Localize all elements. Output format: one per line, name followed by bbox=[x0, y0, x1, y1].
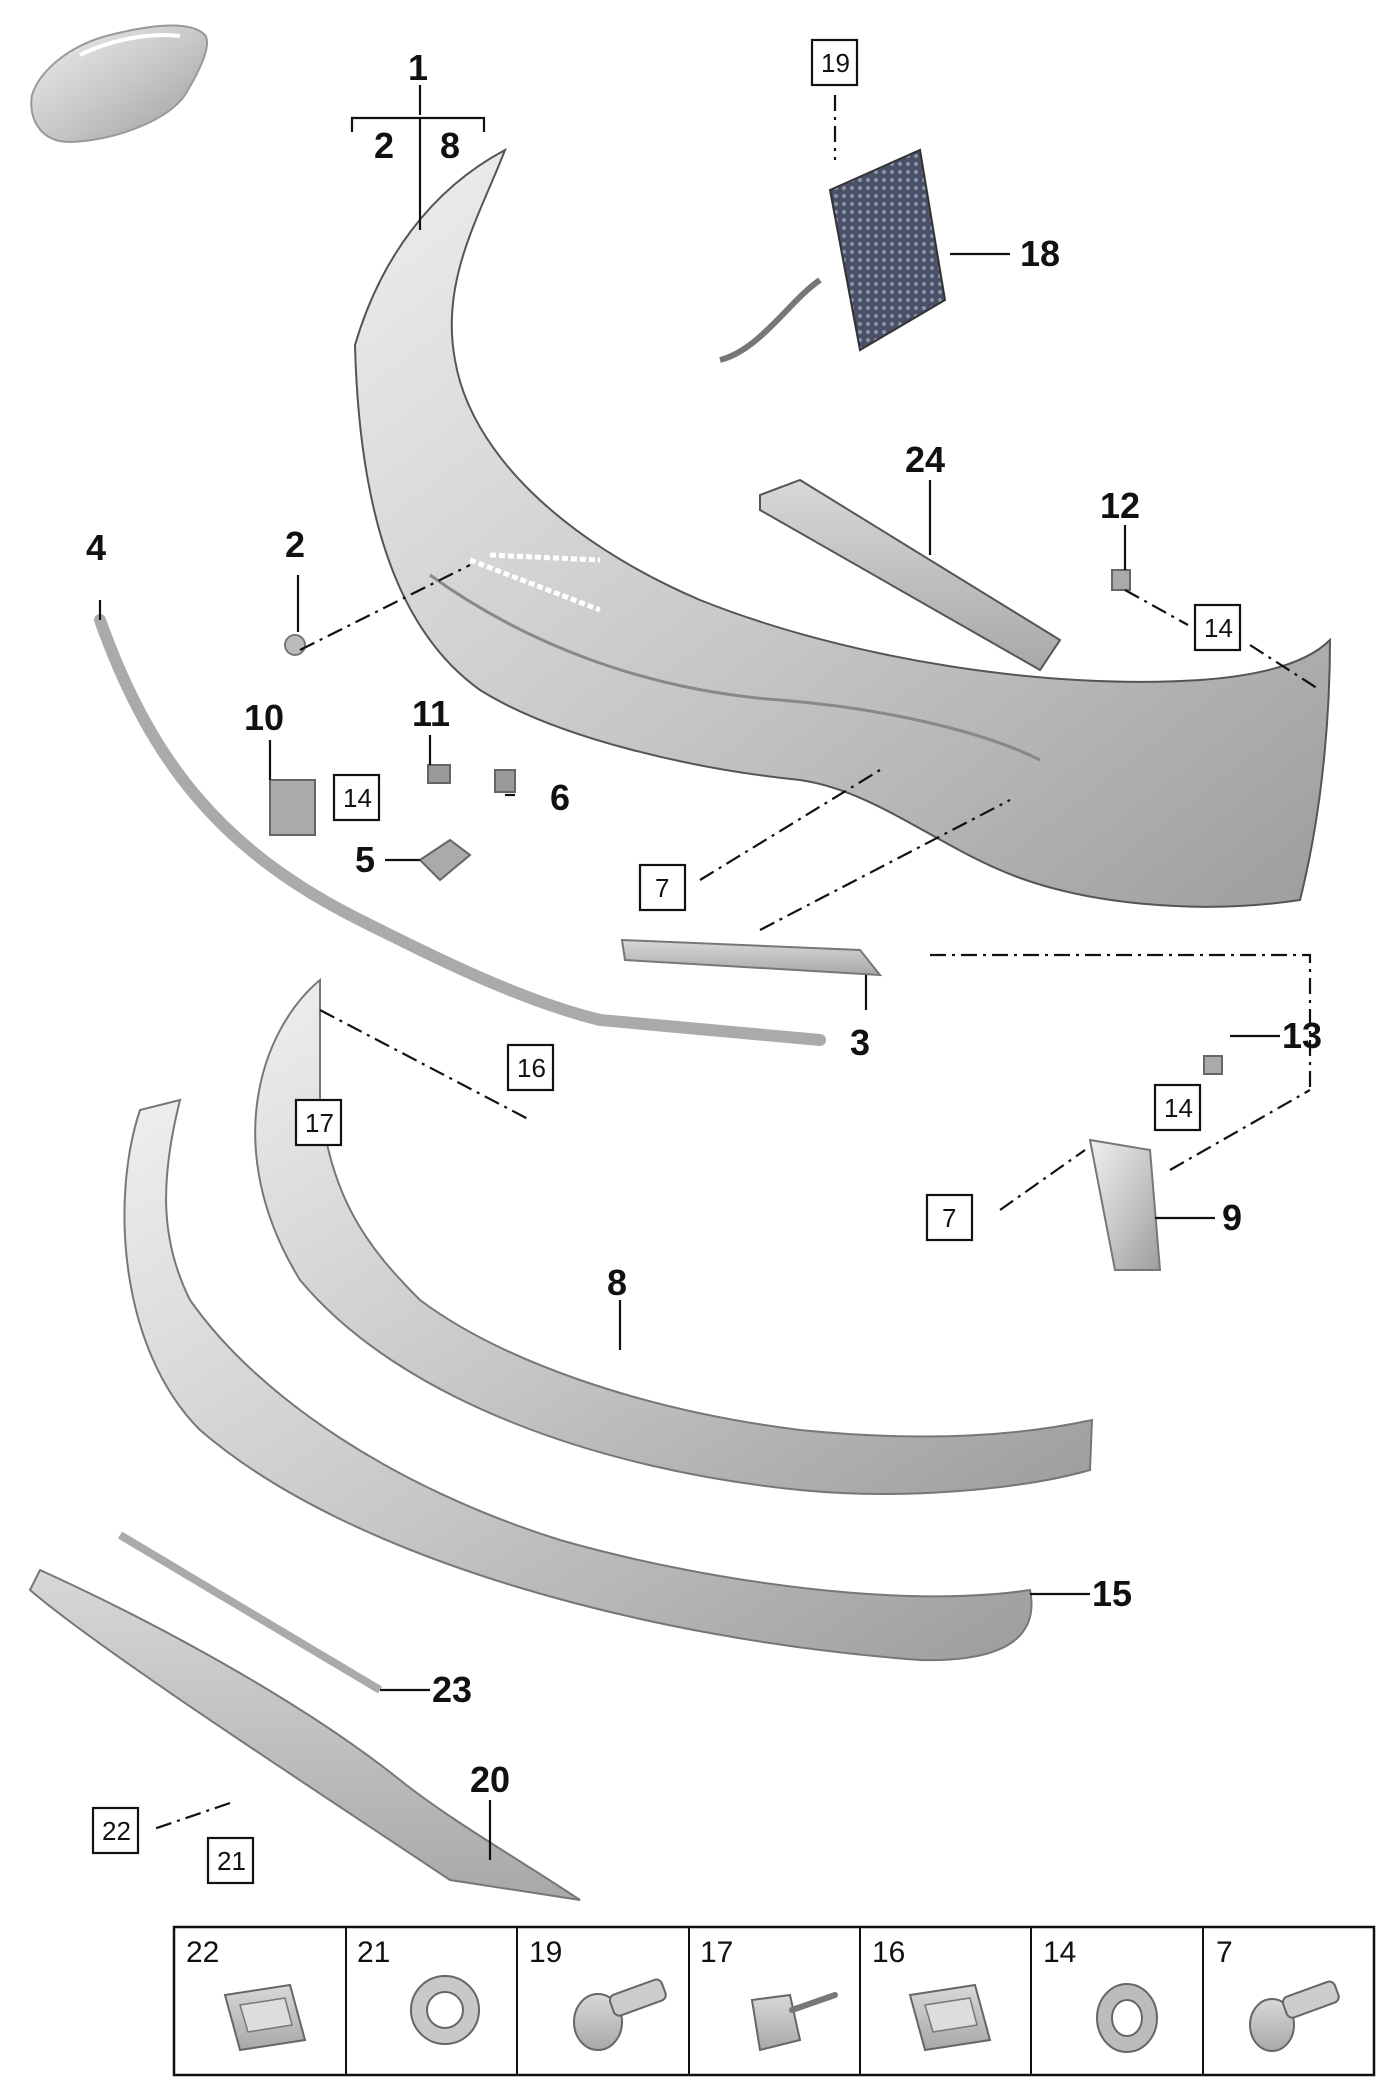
callout-24: 24 bbox=[905, 439, 945, 480]
trim-strip-part bbox=[94, 614, 826, 1046]
box-ref-19: 19 bbox=[821, 48, 850, 78]
trim-part-3 bbox=[620, 938, 883, 977]
trim-frame-part bbox=[254, 977, 1094, 1495]
callout-8-top: 8 bbox=[440, 125, 460, 166]
callout-11: 11 bbox=[412, 693, 450, 734]
callout-8: 8 bbox=[607, 1262, 627, 1303]
callout-12: 12 bbox=[1100, 485, 1140, 526]
strip-label-7: 7 bbox=[1216, 1936, 1233, 1969]
box-ref-17: 17 bbox=[305, 1108, 334, 1138]
callout-13: 13 bbox=[1282, 1015, 1322, 1056]
strip-label-14: 14 bbox=[1043, 1936, 1076, 1969]
box-ref-14-left: 14 bbox=[343, 783, 372, 813]
callout-5: 5 bbox=[355, 839, 375, 880]
cap-part bbox=[284, 634, 306, 656]
retaining-ring-icon bbox=[410, 1975, 480, 2045]
callout-2: 2 bbox=[285, 524, 305, 565]
hardware-strip: 22 21 19 17 16 14 7 bbox=[172, 1925, 1376, 2077]
strip-label-16: 16 bbox=[872, 1936, 905, 1969]
screw-icon bbox=[750, 1992, 838, 2052]
callout-20: 20 bbox=[470, 1759, 510, 1800]
control-unit-part bbox=[719, 148, 947, 363]
callout-10: 10 bbox=[244, 697, 284, 738]
sensor-part-6 bbox=[494, 769, 516, 793]
sensor-bracket-part bbox=[269, 779, 316, 836]
callout-2-top: 2 bbox=[374, 125, 394, 166]
box-ref-7-right: 7 bbox=[942, 1203, 956, 1233]
box-ref-22: 22 bbox=[102, 1816, 131, 1846]
box-ref-7-mid: 7 bbox=[655, 873, 669, 903]
strip-label-22: 22 bbox=[186, 1936, 219, 1969]
sensor-part bbox=[427, 764, 451, 784]
cover-part-9 bbox=[1088, 1138, 1162, 1271]
bracket-part bbox=[759, 478, 1062, 672]
callout-23: 23 bbox=[432, 1669, 472, 1710]
callout-15: 15 bbox=[1092, 1573, 1132, 1614]
box-ref-14-top: 14 bbox=[1204, 613, 1233, 643]
vehicle-thumbnail-icon bbox=[30, 24, 209, 144]
callout-1: 1 bbox=[408, 47, 428, 88]
strip-label-21: 21 bbox=[357, 1936, 390, 1969]
clip-nut-icon bbox=[908, 1983, 992, 2052]
clip-nut-icon bbox=[223, 1983, 307, 2052]
callout-18: 18 bbox=[1020, 233, 1060, 274]
strip-label-19: 19 bbox=[529, 1936, 562, 1969]
callout-6: 6 bbox=[550, 777, 570, 818]
grommet-nut-icon bbox=[1096, 1983, 1158, 2053]
strip-label-17: 17 bbox=[700, 1936, 733, 1969]
bolt-icon bbox=[573, 1978, 667, 2051]
leader-lines bbox=[98, 85, 1321, 1860]
strip-part-23 bbox=[117, 1531, 383, 1694]
box-ref-16: 16 bbox=[517, 1053, 546, 1083]
callout-3: 3 bbox=[850, 1022, 870, 1063]
box-ref-14-right: 14 bbox=[1164, 1093, 1193, 1123]
lower-panel-part bbox=[28, 1568, 581, 1901]
bumper-cover-part bbox=[353, 147, 1332, 908]
clip-part-12 bbox=[1111, 569, 1131, 591]
callout-9: 9 bbox=[1222, 1197, 1242, 1238]
bolt-icon bbox=[1249, 1980, 1340, 2052]
clip-part-13 bbox=[1203, 1055, 1223, 1075]
callout-4: 4 bbox=[86, 527, 106, 568]
holder-part bbox=[418, 838, 472, 882]
lower-section-part bbox=[123, 1098, 1033, 1662]
box-ref-21: 21 bbox=[217, 1846, 246, 1876]
